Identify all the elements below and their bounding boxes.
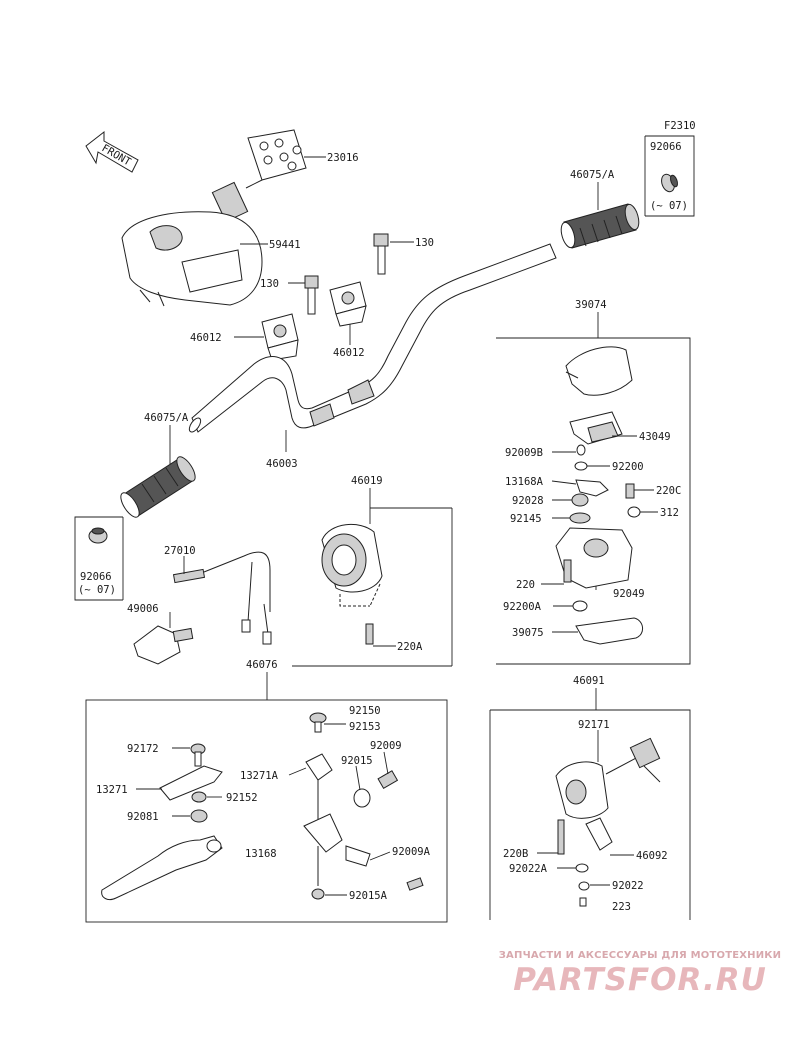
bolt-130-upper-drawing [373, 233, 389, 275]
label-46092: 46092 [636, 850, 668, 862]
label-59441: 59441 [269, 239, 301, 251]
label-92153: 92153 [349, 721, 381, 733]
label-46091: 46091 [573, 675, 605, 687]
label-13271a: 13271A [240, 770, 279, 782]
label-46012-right: 46012 [333, 347, 365, 359]
label-92150: 92150 [349, 705, 381, 717]
note-92066-right: (~ 07) [650, 200, 688, 212]
label-13271: 13271 [96, 784, 128, 796]
label-92152: 92152 [226, 792, 258, 804]
grip-end-92066-right-drawing [661, 173, 678, 193]
box-46076 [85, 699, 448, 923]
handlebar-cover-59441-drawing [121, 211, 263, 307]
figure-code: F2310 [664, 120, 696, 132]
label-92028: 92028 [512, 495, 544, 507]
label-27010: 27010 [164, 545, 196, 557]
label-46003: 46003 [266, 458, 298, 470]
holder-46012-right-drawing [329, 281, 367, 327]
throttle-housing-39074-drawing [555, 346, 643, 645]
label-39075: 39075 [512, 627, 544, 639]
label-92200: 92200 [612, 461, 644, 473]
label-92015a: 92015A [349, 890, 388, 902]
grip-end-92066-left-drawing [88, 527, 108, 544]
box-46091 [490, 709, 691, 920]
label-92015: 92015 [341, 755, 373, 767]
holder-46012-left-drawing [261, 313, 299, 361]
switch-box-23016-drawing [211, 129, 307, 223]
label-92009: 92009 [370, 740, 402, 752]
label-220a: 220A [397, 641, 423, 653]
adjuster-49006-drawing [133, 625, 194, 665]
label-46075a-right: 46075/A [570, 169, 615, 181]
switch-housing-46091-drawing [555, 737, 661, 907]
label-92200a: 92200A [503, 601, 542, 613]
label-23016: 23016 [327, 152, 359, 164]
label-92145: 92145 [510, 513, 542, 525]
label-46012-left: 46012 [190, 332, 222, 344]
lever-switch-parts-drawing [303, 712, 424, 900]
label-46019: 46019 [351, 475, 383, 487]
box-39074 [496, 337, 691, 665]
label-92066-left: 92066 [80, 571, 112, 583]
label-220c: 220C [656, 485, 681, 497]
label-13168: 13168 [245, 848, 277, 860]
label-49006: 49006 [127, 603, 159, 615]
switch-housing-46019-drawing [321, 523, 383, 645]
label-46076: 46076 [246, 659, 278, 671]
label-92081: 92081 [127, 811, 159, 823]
label-92022a: 92022A [509, 863, 548, 875]
front-label: FRONT [100, 142, 134, 169]
label-46075a-left: 46075/A [144, 412, 189, 424]
label-43049: 43049 [639, 431, 671, 443]
label-39074: 39074 [575, 299, 607, 311]
label-92009b: 92009B [505, 447, 543, 459]
label-92022: 92022 [612, 880, 644, 892]
label-92171: 92171 [578, 719, 610, 731]
front-direction-arrow: FRONT [85, 130, 139, 173]
right-grip-46075a-drawing [560, 203, 640, 249]
throttle-cable-27010-drawing [172, 551, 272, 645]
watermark-tagline: ЗАПЧАСТИ И АКСЕССУАРЫ ДЛЯ МОТОТЕХНИКИ [498, 950, 782, 961]
label-220b: 220B [503, 848, 528, 860]
label-220: 220 [516, 579, 535, 591]
watermark-logo: PARTSFOR.RU [513, 962, 767, 998]
label-92066-right: 92066 [650, 141, 682, 153]
label-130-upper: 130 [415, 237, 434, 249]
left-grip-46075a-drawing [120, 456, 196, 518]
handlebar-46003-drawing [188, 243, 557, 433]
label-223: 223 [612, 901, 631, 913]
note-92066-left: (~ 07) [78, 584, 116, 596]
label-312: 312 [660, 507, 679, 519]
label-92009a: 92009A [392, 846, 431, 858]
box-92066-left [74, 516, 123, 601]
box-92066-right [645, 135, 695, 217]
bolt-130-lower-drawing [304, 275, 319, 315]
label-130-lower: 130 [260, 278, 279, 290]
label-13168a: 13168A [505, 476, 544, 488]
label-92172: 92172 [127, 743, 159, 755]
lever-assembly-46076-drawing [101, 743, 223, 901]
label-92049: 92049 [613, 588, 645, 600]
